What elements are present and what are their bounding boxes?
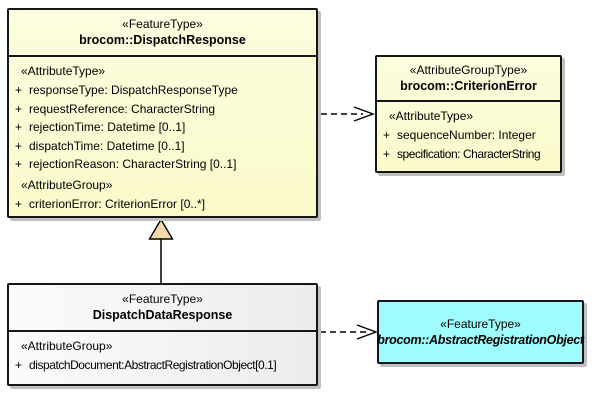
visibility-symbol: + (15, 358, 23, 372)
attribute-text: sequenceNumber: Integer (397, 128, 536, 142)
attributes-compartment: «AttributeType» + sequenceNumber: Intege… (377, 102, 560, 163)
visibility-symbol: + (383, 146, 391, 161)
attributes-compartment: «AttributeType» + responseType: Dispatch… (9, 57, 316, 213)
class-name: DispatchDataResponse (92, 308, 233, 322)
attribute-group-header: «AttributeGroup» (21, 339, 113, 353)
stereotype-label: «FeatureType» (440, 316, 521, 331)
attribute-row: + dispatchTime: Datetime [0..1] (9, 137, 316, 156)
attribute-text: criterionError: CriterionError [0..*] (29, 196, 206, 211)
class-name: brocom::CriterionError (400, 79, 537, 93)
visibility-symbol: + (383, 128, 391, 142)
attribute-row: + rejectionTime: Datetime [0..1] (9, 118, 316, 137)
attribute-text: dispatchDocument:AbstractRegistrationObj… (29, 358, 277, 372)
class-box-criterion-error[interactable]: «AttributeGroupType» brocom::CriterionEr… (375, 55, 562, 173)
stereotype-label: «FeatureType» (122, 17, 203, 31)
attribute-row: + specification: CharacterString (377, 145, 560, 164)
attribute-type-header: «AttributeType» (21, 64, 106, 78)
attribute-text: specification: CharacterString (397, 146, 541, 161)
attribute-row: + dispatchDocument:AbstractRegistrationO… (9, 356, 316, 375)
visibility-symbol: + (15, 138, 23, 153)
visibility-symbol: + (15, 83, 23, 97)
attribute-text: rejectionReason: CharacterString [0..1] (29, 157, 237, 171)
visibility-symbol: + (15, 120, 23, 134)
class-name: brocom::DispatchResponse (79, 33, 246, 47)
attribute-text: dispatchTime: Datetime [0..1] (29, 138, 185, 153)
attribute-row: + criterionError: CriterionError [0..*] (9, 195, 316, 214)
visibility-symbol: + (15, 101, 23, 116)
attribute-row: + responseType: DispatchResponseType (9, 81, 316, 100)
class-box-abstract-registration-object[interactable]: «FeatureType» brocom::AbstractRegistrati… (377, 300, 584, 364)
attribute-text: requestReference: CharacterString (29, 101, 216, 116)
class-header: «FeatureType» brocom::DispatchResponse (9, 10, 316, 57)
attribute-row: + requestReference: CharacterString (9, 100, 316, 119)
dependency-arrow-dispatchresponse-criterionerror[interactable] (321, 106, 376, 122)
visibility-symbol: + (15, 196, 23, 211)
attribute-text: rejectionTime: Datetime [0..1] (29, 120, 186, 134)
class-header: «FeatureType» DispatchDataResponse (9, 285, 316, 332)
attribute-row: + sequenceNumber: Integer (377, 126, 560, 145)
attributes-compartment: «AttributeGroup» + dispatchDocument:Abst… (9, 332, 316, 375)
class-header: «FeatureType» brocom::AbstractRegistrati… (377, 302, 584, 362)
class-box-dispatch-response[interactable]: «FeatureType» brocom::DispatchResponse «… (7, 8, 318, 218)
dependency-arrow-dispatchdataresponse-abstractregistrationobject[interactable] (320, 324, 379, 340)
class-header: «AttributeGroupType» brocom::CriterionEr… (377, 57, 560, 102)
attribute-group-header: «AttributeGroup» (21, 177, 113, 192)
attribute-row: + rejectionReason: CharacterString [0..1… (9, 155, 316, 174)
attribute-text: responseType: DispatchResponseType (29, 83, 238, 97)
class-name: brocom::AbstractRegistrationObject (377, 332, 584, 347)
visibility-symbol: + (15, 157, 23, 171)
class-box-dispatch-data-response[interactable]: «FeatureType» DispatchDataResponse «Attr… (7, 283, 318, 386)
stereotype-label: «FeatureType» (122, 292, 203, 306)
attribute-type-header: «AttributeType» (389, 109, 474, 123)
generalization-arrow-dispatchdataresponse-dispatchresponse[interactable] (148, 218, 174, 285)
stereotype-label: «AttributeGroupType» (409, 63, 528, 77)
